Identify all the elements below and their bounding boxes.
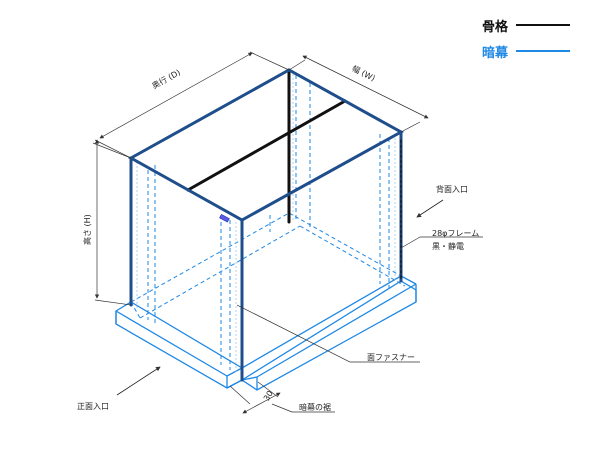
legend-frame-label: 骨格: [482, 20, 509, 35]
frame-finish-label: 黒・静電: [432, 242, 464, 251]
entrance-arrows: [116, 199, 444, 396]
dimension-lines: [92, 51, 483, 414]
frame-spec-label: 28φフレーム: [432, 229, 480, 238]
legend-frame-line: [516, 24, 570, 26]
tag-marker: [219, 213, 230, 223]
curtain-base: [115, 275, 417, 391]
frame-skeleton: [127, 68, 405, 382]
curtain-hem-label: 暗幕の裾: [299, 403, 331, 412]
front-entrance-label: 正面入口: [77, 402, 109, 411]
rear-entrance-label: 背面入口: [436, 185, 468, 194]
legend-curtain-label: 暗幕: [482, 46, 509, 61]
fastener-label: 面ファスナー: [367, 353, 415, 362]
legend-curtain-line: [516, 50, 570, 52]
height-dimension-label: 高さ (H): [83, 214, 92, 245]
